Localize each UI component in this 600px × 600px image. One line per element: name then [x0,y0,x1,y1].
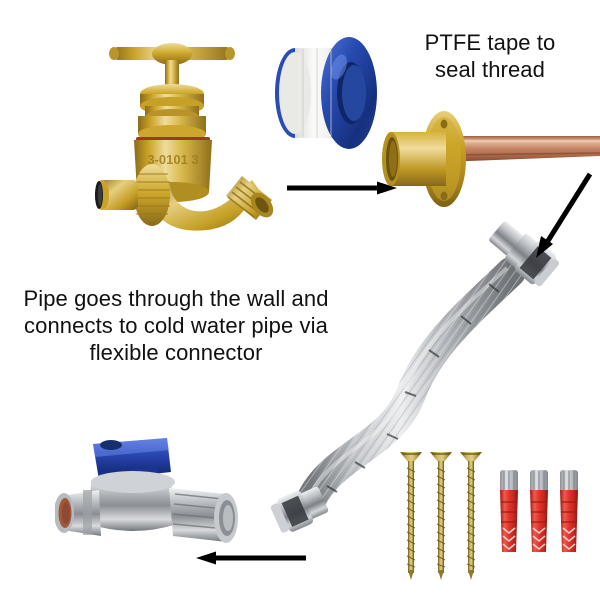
valve-right-outlet [169,488,238,543]
tap-bonnet [138,84,206,143]
svg-text:3-0101 3: 3-0101 3 [147,152,198,167]
tap-outlet [146,176,274,231]
arrow-tap-to-wallplate [285,178,397,198]
arrow-copperpipe-to-flexi [528,170,594,260]
flexible-connector [215,218,565,544]
copper-pipe [442,136,600,162]
screw-item [430,452,452,580]
tee-valve [54,432,270,558]
flexi-bottom-fitting [270,486,329,533]
flange-screw-hole-bottom [440,191,448,201]
caption-ptfe-tape: PTFE tape to seal thread [424,30,556,82]
wall-plug-item [500,470,518,552]
arrow-flexi-to-valve [196,548,308,568]
valve-body [89,471,177,531]
wood-screws [398,446,490,582]
wall-plug-item [530,470,548,552]
flange-screw-hole-top [440,119,448,129]
brass-wall-plate-and-copper-pipe [382,108,600,220]
outdoor-tap: 3-0101 3 [66,24,278,238]
flexi-top-fitting [489,221,560,287]
wall-plug-item [560,470,578,552]
caption-pipe-route: Pipe goes through the wall and connects … [23,286,329,365]
braided-hose [296,257,526,515]
valve-left-compression-fitting [54,490,101,536]
screw-item [400,452,422,580]
wall-plugs [496,466,588,562]
tap-outlet-thread [226,176,274,220]
tap-hose-connector [95,164,170,226]
tap-handle-bar [109,43,235,65]
screw-item [460,452,482,580]
ptfe-tape-roll [265,33,387,153]
wall-plate-spigot [382,132,446,186]
